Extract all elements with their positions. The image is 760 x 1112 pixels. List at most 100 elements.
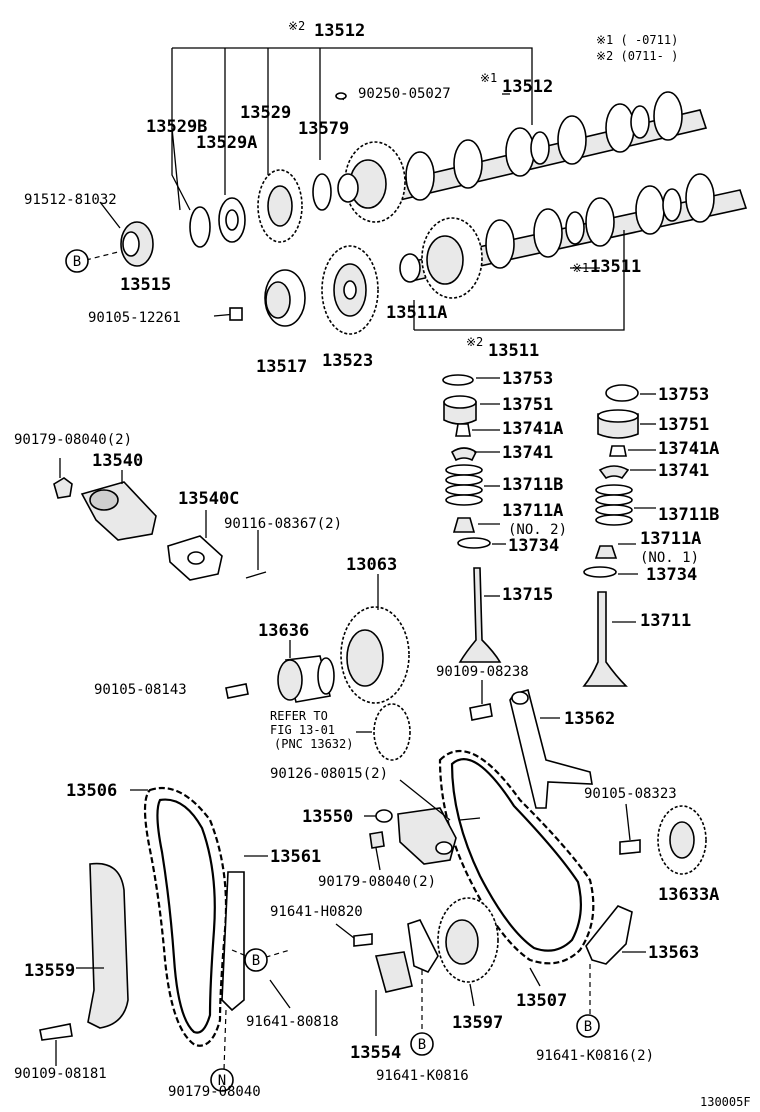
label-13741-no2: 13741 — [502, 443, 553, 463]
chain-13507 — [438, 749, 595, 965]
label-13506: 13506 — [66, 781, 117, 801]
bolt-90105-12261 — [229, 307, 243, 321]
bolt-90109-08238 — [469, 703, 493, 721]
note-2-13511: ※2 — [466, 335, 483, 349]
label-13751-no1: 13751 — [658, 415, 709, 435]
label-13511a: 13511A — [386, 303, 447, 323]
label-refer-fig: FIG 13-01 — [270, 723, 335, 737]
label-13063: 13063 — [346, 555, 397, 575]
label-13715: 13715 — [502, 585, 553, 605]
label-13529b: 13529B — [146, 117, 207, 137]
label-13512-right: 13512 — [502, 77, 553, 97]
label-13633a: 13633A — [658, 885, 719, 905]
label-13559: 13559 — [24, 961, 75, 981]
valve-assembly-no2 — [442, 374, 502, 663]
label-13515: 13515 — [120, 275, 171, 295]
label-13540: 13540 — [92, 451, 143, 471]
stud-90116 — [245, 571, 267, 579]
gasket-13540c — [167, 510, 223, 581]
label-refer-to: REFER TO — [270, 709, 328, 723]
marker-b-2: B — [244, 948, 268, 972]
label-13741-no1: 13741 — [658, 461, 709, 481]
label-91641-80818: 91641-80818 — [246, 1014, 339, 1030]
bolt-91641-h0820 — [353, 933, 373, 947]
tensioner-13550 — [364, 807, 481, 865]
note-1-13512: ※1 — [480, 71, 497, 85]
diagram-code: 130005F — [700, 1095, 751, 1109]
label-90105-08323: 90105-08323 — [584, 786, 677, 802]
label-90179-08040-2b: 90179-08040(2) — [318, 874, 436, 890]
label-13741a-no2: 13741A — [502, 419, 563, 439]
label-13753-no1: 13753 — [658, 385, 709, 405]
bolt-90105-08143 — [225, 683, 249, 699]
snap-ring-13529b — [189, 206, 211, 248]
label-13517: 13517 — [256, 357, 307, 377]
bolt-90179-b — [369, 831, 385, 849]
label-no2: (NO. 2) — [508, 522, 567, 538]
label-91641-k0816-2: 91641-K0816(2) — [536, 1048, 654, 1064]
guide-13562 — [509, 689, 593, 809]
marker-b-4: B — [576, 1014, 600, 1038]
pin-icon — [335, 92, 347, 100]
label-13512-top: 13512 — [314, 21, 365, 41]
label-90179-08040-2a: 90179-08040(2) — [14, 432, 132, 448]
bushing-13636 — [277, 640, 335, 703]
valve-assembly-no1 — [582, 384, 639, 687]
label-13751-no2: 13751 — [502, 395, 553, 415]
svg-text:B: B — [73, 254, 81, 270]
legend-1: ※1 ( -0711) — [596, 33, 678, 47]
label-13561: 13561 — [270, 847, 321, 867]
svg-text:B: B — [418, 1037, 426, 1053]
label-13711: 13711 — [640, 611, 691, 631]
label-90109-08238: 90109-08238 — [436, 664, 529, 680]
label-13562: 13562 — [564, 709, 615, 729]
label-13529: 13529 — [240, 103, 291, 123]
camshaft-upper — [337, 91, 708, 223]
label-13550: 13550 — [302, 807, 353, 827]
label-13753-no2: 13753 — [502, 369, 553, 389]
label-13554: 13554 — [350, 1043, 401, 1063]
label-90126-08015: 90126-08015(2) — [270, 766, 388, 782]
gear-ref-13632 — [373, 703, 411, 761]
marker-n-1: N — [210, 1068, 234, 1092]
label-91641-k0816: 91641-K0816 — [376, 1068, 469, 1084]
label-13734-no1: 13734 — [646, 565, 697, 585]
label-90105-08143: 90105-08143 — [94, 682, 187, 698]
label-13711b-no2: 13711B — [502, 475, 563, 495]
camshaft-lower — [399, 173, 748, 299]
guide-13563 — [585, 905, 633, 965]
bolt-90105-08323 — [619, 839, 641, 855]
label-13540c: 13540C — [178, 489, 239, 509]
label-91641-h0820: 91641-H0820 — [270, 904, 363, 920]
svg-text:B: B — [252, 953, 260, 969]
svg-text:N: N — [218, 1073, 226, 1089]
label-13529a: 13529A — [196, 133, 257, 153]
label-refer-pnc: (PNC 13632) — [274, 737, 353, 751]
marker-b-1: B — [65, 249, 89, 273]
marker-b-3: B — [410, 1032, 434, 1056]
label-90179-08040: 90179-08040 — [168, 1084, 261, 1100]
label-90116-08367: 90116-08367(2) — [224, 516, 342, 532]
sensor-13540 — [80, 470, 157, 541]
ring-13579 — [312, 173, 332, 211]
label-90250-05027: 90250-05027 — [358, 86, 451, 102]
label-13711a-no1: 13711A — [640, 529, 701, 549]
label-13511-right: 13511 — [590, 257, 641, 277]
label-13734-no2: 13734 — [508, 536, 559, 556]
label-13511-bottom: 13511 — [488, 341, 539, 361]
label-13579: 13579 — [298, 119, 349, 139]
bolt-90179-a — [53, 477, 73, 499]
label-91512-81032: 91512-81032 — [24, 192, 117, 208]
label-90105-12261: 90105-12261 — [88, 310, 181, 326]
bolt-90109-08181 — [39, 1023, 73, 1041]
label-13711a-no2: 13711A — [502, 501, 563, 521]
label-13636: 13636 — [258, 621, 309, 641]
label-13711b-no1: 13711B — [658, 505, 719, 525]
note-1-13511: ※1 — [572, 261, 589, 275]
label-13563: 13563 — [648, 943, 699, 963]
label-90109-08181: 90109-08181 — [14, 1066, 107, 1082]
guide-13559 — [87, 862, 129, 1029]
label-13523: 13523 — [322, 351, 373, 371]
svg-text:B: B — [584, 1019, 592, 1035]
